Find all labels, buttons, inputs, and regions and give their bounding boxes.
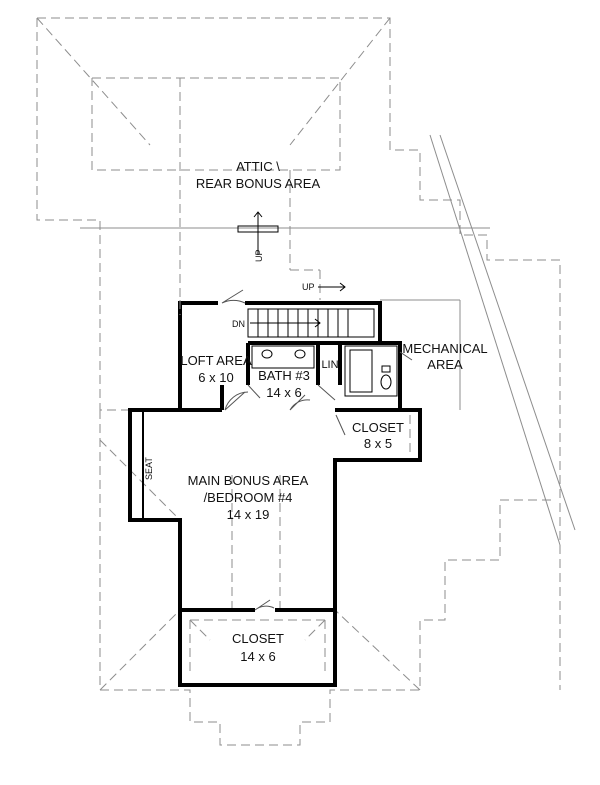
ramp-up-label: UP xyxy=(302,282,315,292)
loft-size: 6 x 10 xyxy=(198,370,233,385)
linen-label: LIN xyxy=(321,359,338,371)
closet-bottom-size: 14 x 6 xyxy=(240,649,275,664)
stair-dn-label: DN xyxy=(232,319,245,329)
closet-bottom-label: CLOSET xyxy=(232,631,284,646)
main-bonus-label: MAIN BONUS AREA xyxy=(188,473,309,488)
bath-fixtures xyxy=(251,345,398,397)
bath-label: BATH #3 xyxy=(258,368,310,383)
roof-outline xyxy=(36,17,561,746)
closet-shelves xyxy=(179,300,411,675)
roof-edge-lines xyxy=(80,134,576,546)
attic-label-2: REAR BONUS AREA xyxy=(196,176,321,191)
mechanical-label-2: AREA xyxy=(427,357,463,372)
attic-up-arrow xyxy=(237,211,279,255)
attic-up-label: UP xyxy=(254,249,264,262)
loft-label: LOFT AREA xyxy=(180,353,252,368)
bath-size: 14 x 6 xyxy=(266,385,301,400)
seat-label: SEAT xyxy=(144,457,154,480)
closet-side-label: CLOSET xyxy=(352,420,404,435)
main-bonus-label-2: /BEDROOM #4 xyxy=(204,490,293,505)
main-bonus-size: 14 x 19 xyxy=(227,507,270,522)
closet-side-size: 8 x 5 xyxy=(364,436,392,451)
stair xyxy=(247,308,375,338)
mechanical-label: MECHANICAL xyxy=(402,341,487,356)
doors xyxy=(221,289,413,611)
attic-label: ATTIC \ xyxy=(236,159,280,174)
ramp-up-arrow xyxy=(318,282,346,292)
